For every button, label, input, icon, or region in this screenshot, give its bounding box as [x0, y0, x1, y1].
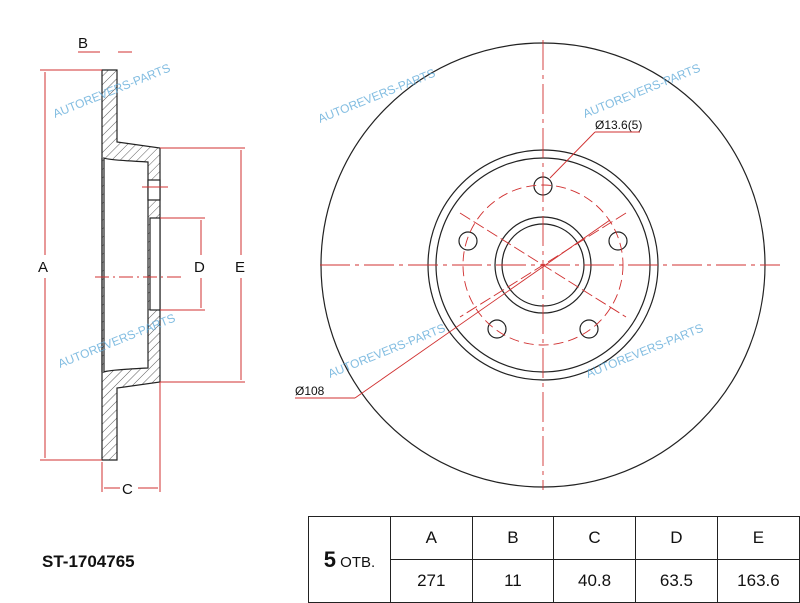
header-c: C [553, 516, 636, 560]
watermark-text: AUTOREVERS-PARTS [584, 321, 705, 381]
bolt-hole [579, 319, 599, 339]
holes-count: 5 [323, 546, 336, 572]
value-b: 11 [471, 559, 555, 603]
label-c: C [122, 481, 133, 498]
holes-cell: 5 ОТВ. [308, 516, 391, 603]
front-center-lines [295, 40, 780, 490]
header-b: B [471, 516, 555, 560]
dimensions-table: 5 ОТВ. A B C D E 271 11 40.8 63.5 163.6 [308, 516, 800, 603]
value-e: 163.6 [716, 559, 800, 603]
side-section-view [101, 69, 161, 461]
bolt-circle-annotation: Ø108 [295, 384, 325, 398]
label-a: A [38, 259, 48, 276]
header-a: A [389, 516, 473, 560]
header-d: D [635, 516, 718, 560]
bolt-hole [487, 319, 507, 339]
holes-label: ОТВ. [340, 553, 376, 571]
value-c: 40.8 [553, 559, 636, 603]
value-a: 271 [389, 559, 473, 603]
watermark-text: AUTOREVERS-PARTS [326, 321, 447, 381]
label-e: E [235, 259, 245, 276]
part-number: ST-1704765 [42, 552, 135, 571]
label-d: D [194, 259, 205, 276]
value-d: 63.5 [635, 559, 718, 603]
hole-diameter-annotation: Ø13.6(5) [595, 118, 642, 132]
header-e: E [716, 516, 800, 560]
side-dimension-lines [40, 51, 245, 492]
label-b: B [78, 35, 88, 52]
watermark-text: AUTOREVERS-PARTS [316, 66, 437, 126]
bolt-hole [608, 231, 628, 251]
watermark-text: AUTOREVERS-PARTS [581, 61, 702, 121]
bolt-hole [458, 231, 478, 251]
